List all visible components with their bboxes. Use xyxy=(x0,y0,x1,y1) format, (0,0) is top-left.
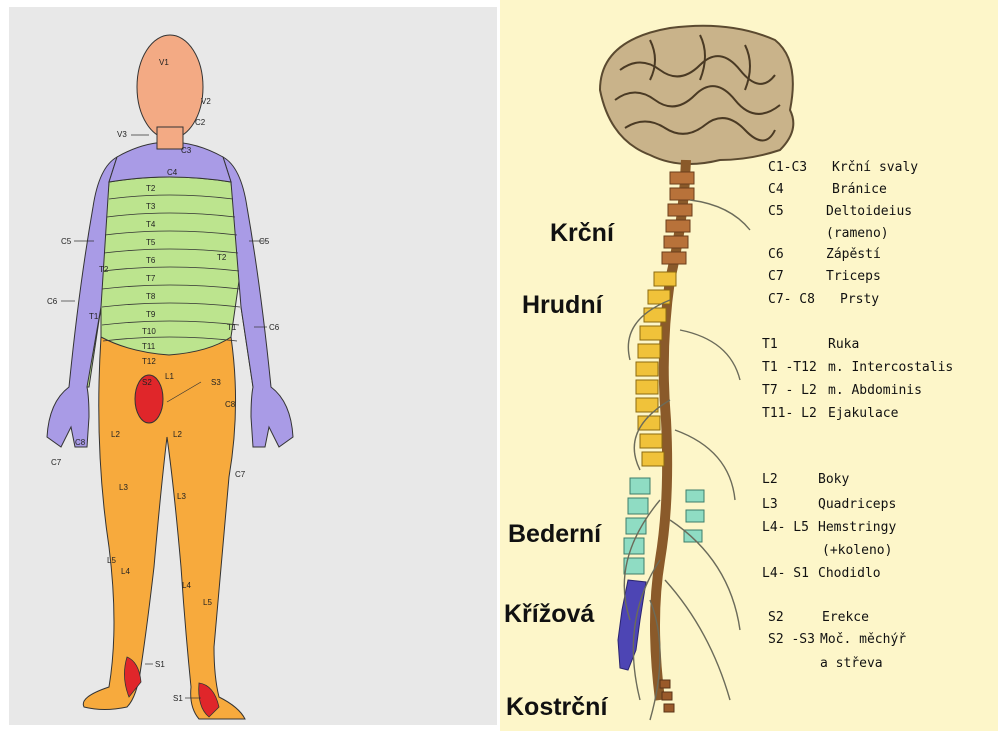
label-l5-left: L5 xyxy=(107,556,116,565)
region-label-coccygeal: Kostrční xyxy=(506,693,607,722)
label-c2: C2 xyxy=(195,118,206,127)
label-l3-right: L3 xyxy=(177,492,186,501)
label-t1-left: T1 xyxy=(89,312,99,321)
label-v2: V2 xyxy=(201,97,211,106)
function-description: (+koleno) xyxy=(822,543,892,558)
function-description: (rameno) xyxy=(826,226,889,241)
dermatome-body-map-panel: V1 V2 V3 C2 C3 C4 C5 C5 C6 C6 C7 C7 C8 C… xyxy=(9,7,497,725)
label-s1-left: S1 xyxy=(155,660,165,669)
neck-region xyxy=(157,127,183,149)
label-v3: V3 xyxy=(117,130,127,139)
function-description: m. Abdominis xyxy=(828,383,922,398)
label-t7: T7 xyxy=(146,274,156,283)
label-c7-right: C7 xyxy=(235,470,246,479)
function-description: Boky xyxy=(818,472,849,487)
label-l5-right: L5 xyxy=(203,598,212,607)
function-description: Prsty xyxy=(840,292,879,307)
label-s1-right: S1 xyxy=(173,694,183,703)
spinal-column-panel: Krční Hrudní Bederní Křížová Kostrční C1… xyxy=(500,0,998,731)
label-l2-left: L2 xyxy=(111,430,120,439)
function-code: T1 -T12 xyxy=(762,360,817,375)
function-description: Deltoideius xyxy=(826,204,912,219)
label-t5: T5 xyxy=(146,238,156,247)
function-code: L4- L5 xyxy=(762,520,809,535)
function-description: Zápěstí xyxy=(826,247,881,262)
function-description: Ejakulace xyxy=(828,406,898,421)
label-t10: T10 xyxy=(142,327,156,336)
label-t2-right: T2 xyxy=(217,253,227,262)
function-description: Hemstringy xyxy=(818,520,896,535)
label-l4-left: L4 xyxy=(121,567,130,576)
function-code: T7 - L2 xyxy=(762,383,817,398)
label-l3-left: L3 xyxy=(119,483,128,492)
label-t11: T11 xyxy=(142,342,156,351)
function-description: Moč. měchýř xyxy=(820,632,906,647)
label-t8: T8 xyxy=(146,292,156,301)
label-t3: T3 xyxy=(146,202,156,211)
coccyx xyxy=(660,680,674,712)
label-c5-left: C5 xyxy=(61,237,72,246)
function-code: C7- C8 xyxy=(768,292,815,307)
function-code: C6 xyxy=(768,247,784,262)
label-s2: S2 xyxy=(142,378,152,387)
function-description: Erekce xyxy=(822,610,869,625)
function-code: L3 xyxy=(762,497,778,512)
label-v1: V1 xyxy=(159,58,169,67)
label-c6-left: C6 xyxy=(47,297,58,306)
brain-illustration xyxy=(600,26,793,164)
dermatome-body-svg: V1 V2 V3 C2 C3 C4 C5 C5 C6 C6 C7 C7 C8 C… xyxy=(9,7,497,725)
function-code: L4- S1 xyxy=(762,566,809,581)
function-description: Chodidlo xyxy=(818,566,881,581)
label-t4: T4 xyxy=(146,220,156,229)
function-description: Bránice xyxy=(832,182,887,197)
function-description: m. Intercostalis xyxy=(828,360,953,375)
thoracic-trunk-region xyxy=(101,177,241,355)
head-region xyxy=(137,35,203,139)
label-c6-right: C6 xyxy=(269,323,280,332)
label-l1: L1 xyxy=(165,372,174,381)
label-t2-left: T2 xyxy=(99,265,109,274)
region-label-thoracic: Hrudní xyxy=(522,291,603,320)
function-description: Krční svaly xyxy=(832,160,918,175)
function-code: C7 xyxy=(768,269,784,284)
label-c7-left: C7 xyxy=(51,458,62,467)
function-description: a střeva xyxy=(820,656,883,671)
function-code: T11- L2 xyxy=(762,406,817,421)
label-c5-right: C5 xyxy=(259,237,270,246)
function-description: Ruka xyxy=(828,337,859,352)
function-code: C5 xyxy=(768,204,784,219)
sacrum xyxy=(618,580,646,670)
label-t1-right: T1 xyxy=(227,323,237,332)
label-t9: T9 xyxy=(146,310,156,319)
label-c8-right: C8 xyxy=(225,400,236,409)
function-description: Triceps xyxy=(826,269,881,284)
label-s3: S3 xyxy=(211,378,221,387)
region-label-cervical: Krční xyxy=(550,219,614,248)
label-t12: T12 xyxy=(142,357,156,366)
label-t6: T6 xyxy=(146,256,156,265)
label-t2: T2 xyxy=(146,184,156,193)
label-c3: C3 xyxy=(181,146,192,155)
function-code: S2 xyxy=(768,610,784,625)
function-code: T1 xyxy=(762,337,778,352)
label-l4-right: L4 xyxy=(182,581,191,590)
function-code: S2 -S3 xyxy=(768,632,815,647)
label-l2-right: L2 xyxy=(173,430,182,439)
region-label-lumbar: Bederní xyxy=(508,520,601,549)
function-code: C4 xyxy=(768,182,784,197)
function-code: L2 xyxy=(762,472,778,487)
label-c8-left: C8 xyxy=(75,438,86,447)
region-label-sacral: Křížová xyxy=(504,600,594,629)
label-c4: C4 xyxy=(167,168,178,177)
function-description: Quadriceps xyxy=(818,497,896,512)
function-code: C1-C3 xyxy=(768,160,807,175)
